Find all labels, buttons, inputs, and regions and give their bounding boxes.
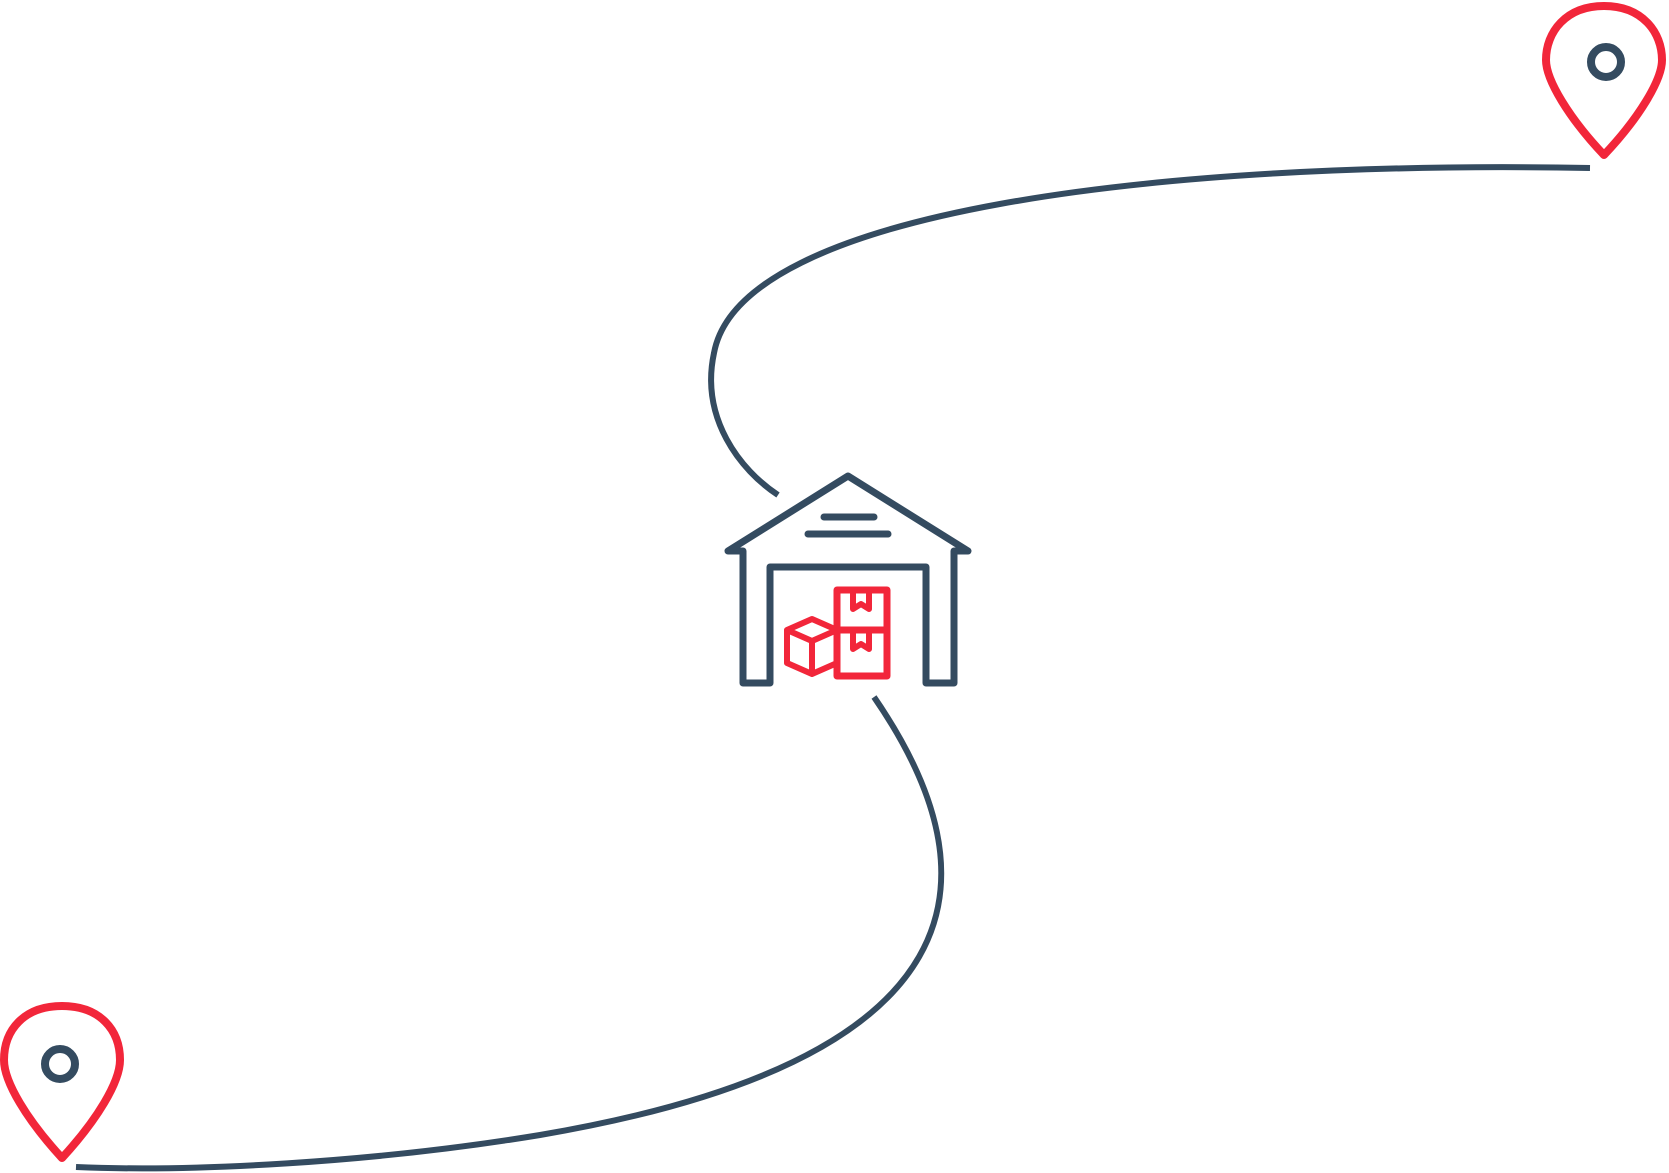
warehouse-outline	[724, 472, 972, 687]
route-path-upper	[708, 164, 1591, 498]
box-lower-tape	[850, 630, 872, 652]
location-pin-icon	[1542, 2, 1666, 159]
warehouse-icon	[724, 472, 972, 687]
route-path-lower	[75, 695, 945, 1172]
location-pin-icon	[0, 1002, 124, 1162]
box-upper	[833, 586, 891, 634]
box-lower	[833, 626, 891, 680]
box-upper-tape	[850, 590, 872, 612]
pin-outline	[0, 1002, 124, 1162]
box-small-body	[784, 630, 839, 677]
pin-center-ring	[1587, 43, 1625, 81]
boxes-icon	[784, 586, 891, 680]
pin-outline	[1542, 2, 1666, 159]
pin-center-ring	[41, 1045, 79, 1083]
box-small-top	[784, 616, 840, 644]
